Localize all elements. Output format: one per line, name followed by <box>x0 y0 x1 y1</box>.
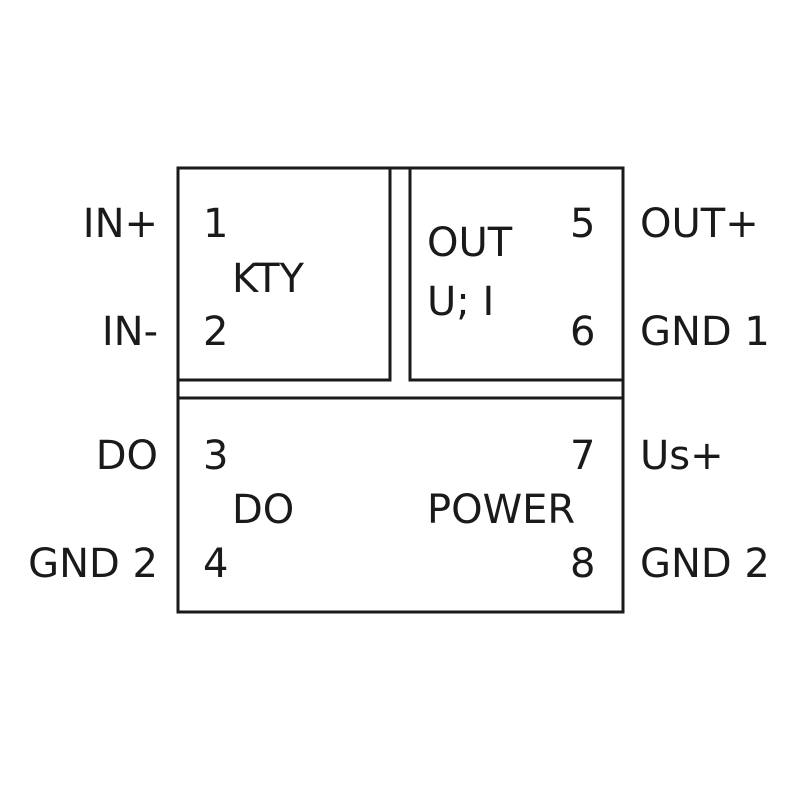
kty-block <box>176 166 392 382</box>
terminal-number-3: 3 <box>203 433 229 479</box>
terminal-name-1: IN+ <box>82 201 158 247</box>
terminal-name-6: GND 1 <box>640 309 770 355</box>
terminal-name-8: GND 2 <box>640 541 770 587</box>
power-block-label: POWER <box>427 487 576 533</box>
terminal-name-2: IN- <box>101 309 158 355</box>
out-block <box>408 166 625 382</box>
terminal-name-7: Us+ <box>640 433 724 479</box>
terminal-number-6: 6 <box>570 309 596 355</box>
kty-block-label: KTY <box>232 256 304 302</box>
terminal-name-3: DO <box>95 433 158 479</box>
out-block-sublabel: U; I <box>427 279 495 325</box>
terminal-number-2: 2 <box>203 309 229 355</box>
terminal-name-5: OUT+ <box>640 201 759 247</box>
terminal-number-1: 1 <box>203 201 229 247</box>
terminal-name-4: GND 2 <box>28 541 158 587</box>
terminal-number-4: 4 <box>203 541 229 587</box>
outer-housing <box>176 166 625 614</box>
terminal-number-5: 5 <box>570 201 596 247</box>
terminal-number-8: 8 <box>570 541 596 587</box>
terminal-number-7: 7 <box>570 433 596 479</box>
do-block-label: DO <box>232 487 295 533</box>
out-block-label: OUT <box>427 220 513 266</box>
